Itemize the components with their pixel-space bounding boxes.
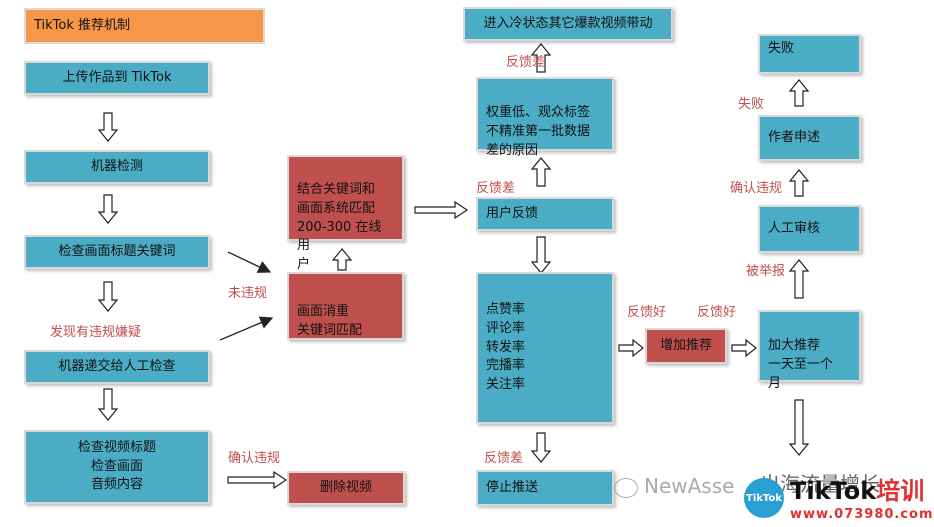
arrow-down-2	[97, 194, 119, 224]
author-appeal-text: 作者申述	[768, 129, 821, 145]
check-title-kw-text: 检查画面标题关键词	[58, 243, 176, 259]
label-fail: 失败	[738, 97, 765, 112]
dedup-text: 画面消重 关键词匹配	[297, 303, 363, 338]
check-title-kw-box: 检查画面标题关键词	[24, 235, 210, 269]
dedup-box: 画面消重 关键词匹配	[287, 272, 404, 340]
more-push-box: 加大推荐 一天至一个 月	[758, 310, 861, 391]
tiktok-badge: TikTok	[744, 478, 784, 518]
arrow-line-to-dedup-2	[219, 316, 274, 341]
label-feedback-good-1: 反馈好	[627, 305, 667, 320]
add-push-box: 增加推荐	[645, 328, 727, 364]
upload-text: 上传作品到 TikTok	[62, 69, 172, 85]
label-feedback-good-2: 反馈好	[697, 305, 737, 320]
label-confirm-violation-left: 确认违规	[228, 451, 281, 466]
label-feedback-bad-bottom: 反馈差	[484, 451, 524, 466]
arrow-up-appeal	[788, 79, 810, 107]
label-feedback-bad-mid: 反馈差	[476, 181, 516, 196]
label-no-violation: 未违规	[228, 286, 268, 301]
brand-watermark: TikTok培训	[790, 478, 924, 504]
match-online-box: 结合关键词和 画面系统匹配 200-300 在线用 户	[287, 155, 404, 272]
add-push-text: 增加推荐	[659, 337, 712, 353]
stop-push-box: 停止推送	[476, 470, 614, 506]
label-reported: 被举报	[746, 264, 786, 279]
send-manual-text: 机器递交给人工检查	[58, 358, 176, 374]
arrow-up-cold	[530, 43, 552, 73]
low-weight-box: 权重低、观众标签 不精准第一批数据 差的原因	[476, 77, 614, 158]
arrow-down-4	[97, 388, 119, 421]
check-video-box: 检查视频标题 检查画面 音频内容	[24, 430, 210, 504]
delete-video-box: 删除视频	[287, 471, 405, 505]
fail-text: 失败	[768, 41, 795, 56]
arrow-down-1	[97, 112, 119, 142]
arrow-up-reported	[788, 259, 810, 299]
arrow-down-longright	[788, 399, 810, 456]
cold-state-box: 进入冷状态其它爆款视频带动	[463, 7, 673, 41]
arrow-down-3	[97, 281, 119, 312]
wechat-watermark: NewAsse	[614, 474, 734, 498]
arrow-up-lowweight	[530, 157, 552, 187]
manual-review-box: 人工审核	[758, 205, 861, 253]
low-weight-text: 权重低、观众标签 不精准第一批数据 差的原因	[486, 104, 591, 158]
tiktok-badge-text: TikTok	[746, 492, 782, 504]
cold-state-text: 进入冷状态其它爆款视频带动	[483, 15, 653, 31]
brand-en: TikTok	[790, 477, 877, 505]
user-feedback-text: 用户反馈	[486, 205, 539, 221]
arrow-right-morepush	[731, 338, 757, 358]
upload-box: 上传作品到 TikTok	[24, 61, 210, 95]
stop-push-text: 停止推送	[486, 479, 539, 495]
label-feedback-bad-top: 反馈差	[506, 55, 546, 70]
arrow-right-match	[414, 200, 469, 220]
user-feedback-box: 用户反馈	[476, 197, 614, 231]
match-online-text: 结合关键词和 画面系统匹配 200-300 在线用 户	[297, 181, 382, 273]
label-suspected: 发现有违规嫌疑	[50, 325, 142, 340]
title-text: TikTok 推荐机制	[34, 17, 131, 33]
arrow-line-to-dedup-1	[227, 251, 272, 273]
metrics-box: 点赞率 评论率 转发率 完播率 关注率	[476, 272, 614, 424]
arrow-up-review	[788, 169, 810, 197]
machine-check-box: 机器检测	[24, 150, 210, 184]
arrow-up-dedup	[331, 248, 353, 271]
arrow-right-delete	[227, 470, 288, 490]
delete-video-text: 删除视频	[319, 479, 372, 495]
brand-cn: 培训	[876, 477, 925, 505]
site-watermark: www.073980.com	[790, 507, 934, 522]
arrow-down-feedback	[530, 236, 552, 274]
title-box: TikTok 推荐机制	[24, 8, 265, 44]
wechat-text: NewAsse	[644, 474, 735, 498]
label-confirm-violation-right: 确认违规	[730, 181, 783, 196]
arrow-right-addpush	[618, 338, 644, 358]
check-video-text: 检查视频标题 检查画面 音频内容	[77, 439, 156, 493]
send-manual-box: 机器递交给人工检查	[24, 350, 210, 384]
manual-review-text: 人工审核	[768, 220, 821, 236]
wechat-icon	[614, 477, 638, 498]
arrow-down-stop	[530, 432, 552, 463]
fail-box: 失败	[758, 34, 861, 74]
author-appeal-box: 作者申述	[758, 115, 861, 161]
more-push-text: 加大推荐 一天至一个 月	[768, 337, 834, 391]
metrics-text: 点赞率 评论率 转发率 完播率 关注率	[486, 301, 526, 393]
machine-check-text: 机器检测	[90, 158, 143, 174]
